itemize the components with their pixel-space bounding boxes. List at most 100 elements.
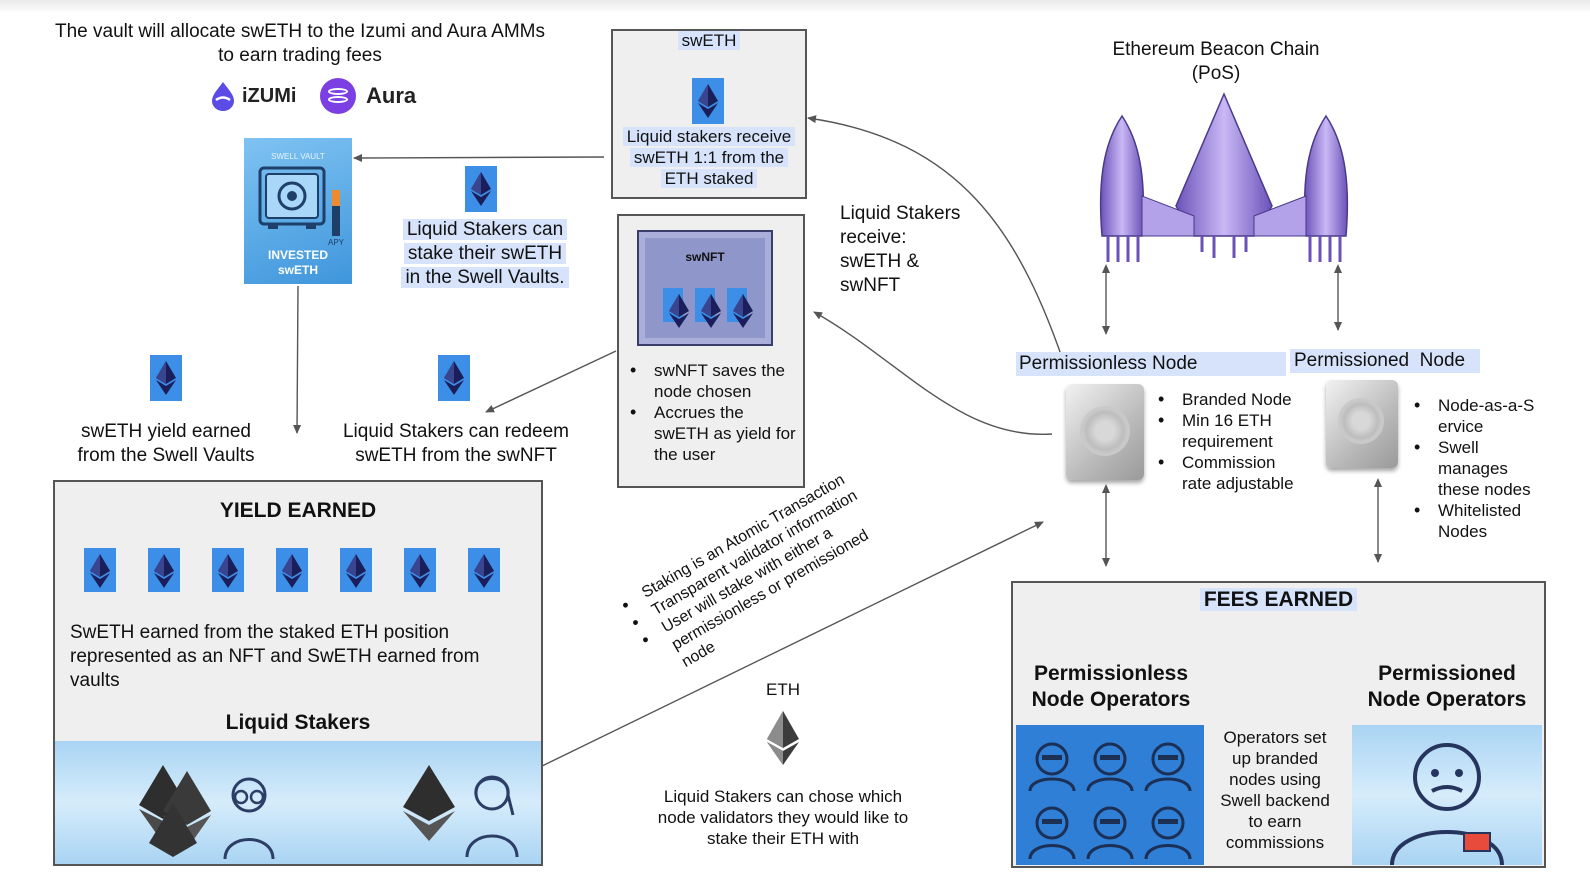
operators-middle-line2: up branded xyxy=(1231,749,1319,768)
sweth-box-line1: Liquid stakers receive xyxy=(622,127,796,146)
swnft-bullets: swNFT saves the node chosen Accrues the … xyxy=(628,360,800,465)
stake-vaults-line3: in the Swell Vaults. xyxy=(401,267,569,288)
receive-line3: swETH & xyxy=(840,251,920,272)
operators-middle-line3: nodes using xyxy=(1229,770,1321,789)
permissionless-operators-line1: Permissionless xyxy=(1033,662,1189,685)
sweth-box-title: swETH xyxy=(677,31,741,50)
top-shadow-bar xyxy=(0,0,1590,14)
choose-validators-text: Liquid Stakers can chose which node vali… xyxy=(640,786,926,849)
permissioned-server-icon xyxy=(1326,380,1398,468)
operators-middle-line5: to earn xyxy=(1248,812,1302,831)
amm-allocation-text: The vault will allocate swETH to the Izu… xyxy=(30,20,570,68)
swnft-card: swNFT xyxy=(637,230,773,346)
staker-avatar-glasses-icon xyxy=(223,777,275,860)
sweth-icon xyxy=(692,78,724,124)
yield-eth-icon-5 xyxy=(340,548,372,592)
redeem-text: Liquid Stakers can redeem swETH from the… xyxy=(326,420,586,468)
eth-diamond-icon xyxy=(474,554,494,588)
operator-group-icon xyxy=(1028,742,1192,860)
operator-badge-icon xyxy=(1390,743,1504,866)
eth-diamond-icon xyxy=(733,294,753,328)
yield-eth-icon-2 xyxy=(148,548,180,592)
eth-logo-icon xyxy=(767,711,799,765)
receive-line4: swNFT xyxy=(840,275,901,296)
swnft-eth-icon-3 xyxy=(727,288,753,328)
operators-middle-text: Operators set up branded nodes using Swe… xyxy=(1208,727,1342,853)
permissioned-node-title: Permissioned Node xyxy=(1290,349,1480,373)
invested-label: INVESTED xyxy=(267,248,328,262)
eth-diamond-icon xyxy=(698,84,718,118)
permissionless-bullet-3: Commission rate adjustable xyxy=(1156,452,1296,494)
operators-middle-line6: commissions xyxy=(1225,833,1325,852)
vault-card-title: SWELL VAULT xyxy=(271,152,325,161)
eth-diamond-icon xyxy=(90,554,110,588)
redeem-sweth-icon xyxy=(438,355,470,401)
stake-vaults-line2: stake their swETH xyxy=(403,243,567,264)
operators-middle-line1: Operators set xyxy=(1223,728,1327,747)
aura-wordmark: Aura xyxy=(366,83,417,108)
eth-diamond-icon xyxy=(701,294,721,328)
eth-diamond-icon xyxy=(444,361,464,395)
sweth-box-line3: ETH staked xyxy=(660,169,758,188)
swnft-eth-icon-2 xyxy=(695,288,721,328)
choose-line2: node validators they would like to xyxy=(657,808,909,827)
permissionless-bullets: Branded Node Min 16 ETH requirement Comm… xyxy=(1156,389,1296,494)
yield-eth-icon-3 xyxy=(212,548,244,592)
vault-yield-line1: swETH yield earned xyxy=(80,421,252,442)
aura-logo: iZUMi Aura xyxy=(320,78,416,114)
arrow-node-to-swnft xyxy=(813,311,1053,435)
redeem-line2: swETH from the swNFT xyxy=(355,445,557,466)
permissionless-operators-title: Permissionless Node Operators xyxy=(1016,661,1206,713)
staker-eth-coin-icon xyxy=(403,765,455,841)
yield-earned-description: SwETH earned from the staked ETH positio… xyxy=(70,622,480,691)
permissioned-bullet-1: Node-as-a-Service xyxy=(1412,395,1538,437)
permissioned-bullet-2: Swell manages these nodes xyxy=(1412,437,1538,500)
vault-yield-line2: from the Swell Vaults xyxy=(77,445,255,466)
permissioned-bullet-3: Whitelisted Nodes xyxy=(1412,500,1538,542)
beacon-title: Ethereum Beacon Chain (PoS) xyxy=(1086,38,1346,86)
yield-eth-icon-1 xyxy=(84,548,116,592)
eth-diamond-icon xyxy=(669,294,689,328)
stake-vaults-text: Liquid Stakers can stake their swETH in … xyxy=(392,218,578,290)
permissionless-server-icon xyxy=(1066,384,1144,480)
swell-vault-card: SWELL VAULT APY INVESTED swETH xyxy=(244,138,352,284)
aura-circle-icon xyxy=(320,78,356,114)
beacon-chain-ship-icon xyxy=(1099,92,1349,262)
yield-eth-icon-6 xyxy=(404,548,436,592)
arrow-swnft-to-redeem xyxy=(485,350,617,413)
eth-diamond-icon xyxy=(410,554,430,588)
permissionless-node-title: Permissionless Node xyxy=(1016,352,1286,376)
izumi-wordmark: iZUMi xyxy=(242,84,297,107)
permissionless-bullet-1: Branded Node xyxy=(1156,389,1296,410)
yield-eth-icon-4 xyxy=(276,548,308,592)
operators-middle-line4: Swell backend xyxy=(1220,791,1330,810)
swnft-bullet-1: swNFT saves the node chosen xyxy=(628,360,800,402)
izumi-logo: iZUMi xyxy=(208,78,296,114)
sweth-box-line2: swETH 1:1 from the xyxy=(629,148,789,167)
liquid-stakers-banner xyxy=(55,741,541,864)
eth-diamond-icon xyxy=(346,554,366,588)
eth-label: ETH xyxy=(766,680,800,699)
fees-earned-title: FEES EARNED xyxy=(1199,588,1358,611)
swnft-eth-icon-1 xyxy=(663,288,689,328)
fees-earned-title-wrap: FEES EARNED xyxy=(1011,588,1546,612)
eth-diamond-icon xyxy=(156,361,176,395)
permissionless-operators-image xyxy=(1016,725,1204,865)
arrow-stakers-to-node xyxy=(539,521,1044,768)
permissioned-operators-title: Permissioned Node Operators xyxy=(1352,661,1542,713)
beacon-line1: Ethereum Beacon Chain xyxy=(1112,39,1320,60)
stacked-eth-coins-icon xyxy=(139,765,211,857)
eth-diamond-icon xyxy=(154,554,174,588)
receive-line1: Liquid Stakers xyxy=(840,203,961,224)
apy-label: APY xyxy=(328,238,345,247)
eth-diamond-icon xyxy=(471,172,491,206)
arrow-sweth-to-vault xyxy=(353,153,605,162)
arrow-vault-to-yield xyxy=(293,285,302,434)
redeem-line1: Liquid Stakers can redeem xyxy=(342,421,569,442)
beacon-line2: (PoS) xyxy=(1191,63,1241,84)
permissionless-bullet-2: Min 16 ETH requirement xyxy=(1156,410,1296,452)
choose-line3: stake their ETH with xyxy=(706,829,860,848)
permissioned-bullets: Node-as-a-Service Swell manages these no… xyxy=(1412,395,1538,542)
safe-icon xyxy=(258,166,326,229)
